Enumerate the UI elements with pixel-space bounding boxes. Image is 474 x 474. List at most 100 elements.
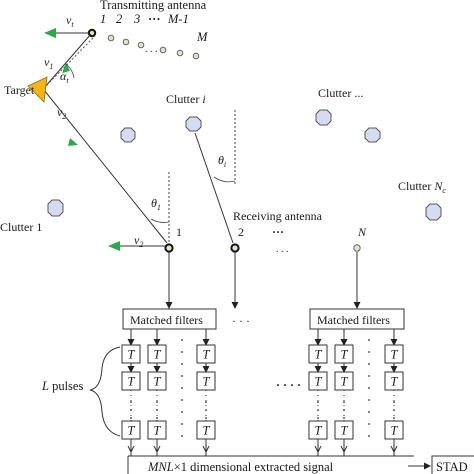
theta-i-label: θi	[218, 153, 226, 169]
delay-block-label: T	[203, 348, 211, 362]
tx-label: Transmitting antenna	[100, 0, 207, 12]
clutter-dots-label: Clutter ...	[318, 86, 363, 100]
matched-filter-bank-right: Matched filters	[309, 308, 405, 330]
clutter-octagon-icon	[185, 116, 202, 132]
target-tx-line	[43, 33, 92, 89]
delay-block	[308, 371, 328, 391]
delay-block-label: T	[341, 424, 349, 438]
delay-block-label: T	[391, 375, 399, 389]
delay-output-arrowhead	[127, 445, 135, 454]
delay-block-label: T	[154, 424, 162, 438]
rx-index-2: 2	[238, 225, 244, 239]
row-ellipsis-dot	[130, 409, 132, 411]
delay-block-label: T	[341, 375, 349, 389]
delay-block-label: T	[315, 348, 323, 362]
pulses-brace-curve	[89, 346, 121, 437]
filters-mid-dots: · · ·	[232, 314, 250, 328]
clutter-octagon-icon	[120, 127, 136, 143]
target-triangle-icon	[27, 76, 48, 103]
target-rx-line	[43, 89, 168, 244]
row-ellipsis-dot	[343, 401, 345, 403]
delay-block	[384, 344, 404, 364]
rx-label: Receiving antenna	[233, 209, 323, 223]
delay-block-label: T	[128, 375, 136, 389]
tx-index-2: 2	[116, 12, 122, 26]
rx-velocity-label: v2	[134, 233, 143, 249]
matched-filters-box-left	[122, 308, 217, 330]
delay-block	[384, 420, 404, 440]
tx-antenna	[176, 49, 184, 57]
row-ellipsis-dot	[156, 417, 158, 419]
target-label: Target	[4, 83, 35, 97]
alpha-label: αt	[60, 69, 69, 85]
clutter-i-rx-path	[194, 132, 234, 244]
tx-index-3: 3	[133, 12, 140, 26]
clutter-octagon-icon	[315, 109, 332, 126]
delay-block	[308, 420, 328, 440]
rx-index-1: 1	[176, 225, 182, 239]
clutter-octagon-icon	[364, 127, 381, 143]
row-ellipsis-dot	[156, 401, 158, 403]
rx-antenna-dots: . . .	[276, 244, 289, 255]
delay-block	[334, 371, 354, 391]
matched-filters-label-left: Matched filters	[130, 313, 203, 327]
column-ellipsis-dot	[368, 435, 370, 437]
delay-block	[196, 420, 216, 440]
clutter-1-label: Clutter 1	[0, 220, 42, 234]
pulses-label: L pulses	[41, 379, 83, 393]
row-ellipsis-dot	[393, 417, 395, 419]
tx-antenna	[107, 34, 115, 42]
delay-mid-dots: · · · ·	[276, 378, 301, 392]
column-ellipsis-dot	[368, 363, 370, 365]
delay-block-label: T	[315, 375, 323, 389]
delay-block-label: T	[203, 375, 211, 389]
column-ellipsis-dot	[181, 435, 183, 437]
rx-index-dots: ···	[272, 225, 284, 239]
clutter-octagon-icon	[425, 203, 442, 221]
target-to-tx-arrowhead	[62, 63, 70, 73]
tx-velocity-arrowhead	[44, 28, 56, 38]
theta-1-arc	[150, 218, 170, 223]
extracted-signal-label: MNL×1 dimensional extracted signal	[147, 460, 334, 474]
column-ellipsis-dot	[181, 399, 183, 401]
delay-block	[334, 420, 354, 440]
matched-filters-label-right: Matched filters	[317, 313, 390, 327]
delay-output-arrowhead	[202, 445, 210, 454]
row-ellipsis-dot	[205, 409, 207, 411]
delay-output-arrowhead	[340, 445, 348, 454]
row-ellipsis-dot	[393, 409, 395, 411]
column-ellipsis-dot	[181, 411, 183, 413]
delay-block-label: T	[128, 348, 136, 362]
row-ellipsis-dot	[130, 401, 132, 403]
column-ellipsis-dot	[181, 363, 183, 365]
column-ellipsis-dot	[181, 339, 183, 341]
tx-antenna	[159, 46, 167, 54]
delay-output-arrowhead	[153, 445, 161, 454]
delay-block	[121, 371, 141, 391]
theta-1-label: θ1	[151, 196, 161, 212]
matched-filters-box-right	[309, 308, 405, 330]
row-ellipsis-dot	[317, 409, 319, 411]
column-ellipsis-dot	[181, 351, 183, 353]
transmitting-array: 1 2 3 ··· M-1 M Transmitting antenna . .…	[44, 0, 208, 60]
receiving-array: θi θ1 Receiving antenna v2 1 2 ··· N . .…	[108, 110, 367, 309]
column-ellipsis-dot	[368, 411, 370, 413]
delay-block	[121, 420, 141, 440]
tx-antennas: . . .	[87, 28, 200, 60]
tx-index-m-1: M-1	[167, 12, 189, 26]
tx-antenna	[192, 52, 200, 60]
row-ellipsis-dot	[393, 401, 395, 403]
delay-block	[147, 344, 167, 364]
delay-block	[147, 420, 167, 440]
tx-index-m: M	[196, 30, 208, 44]
column-ellipsis-dot	[368, 339, 370, 341]
delay-block	[121, 344, 141, 364]
rx-antenna-n	[353, 244, 361, 252]
delay-block-label: T	[341, 348, 349, 362]
stad-label: STAD	[436, 460, 468, 474]
delay-block	[384, 371, 404, 391]
delay-block-label: T	[203, 424, 211, 438]
